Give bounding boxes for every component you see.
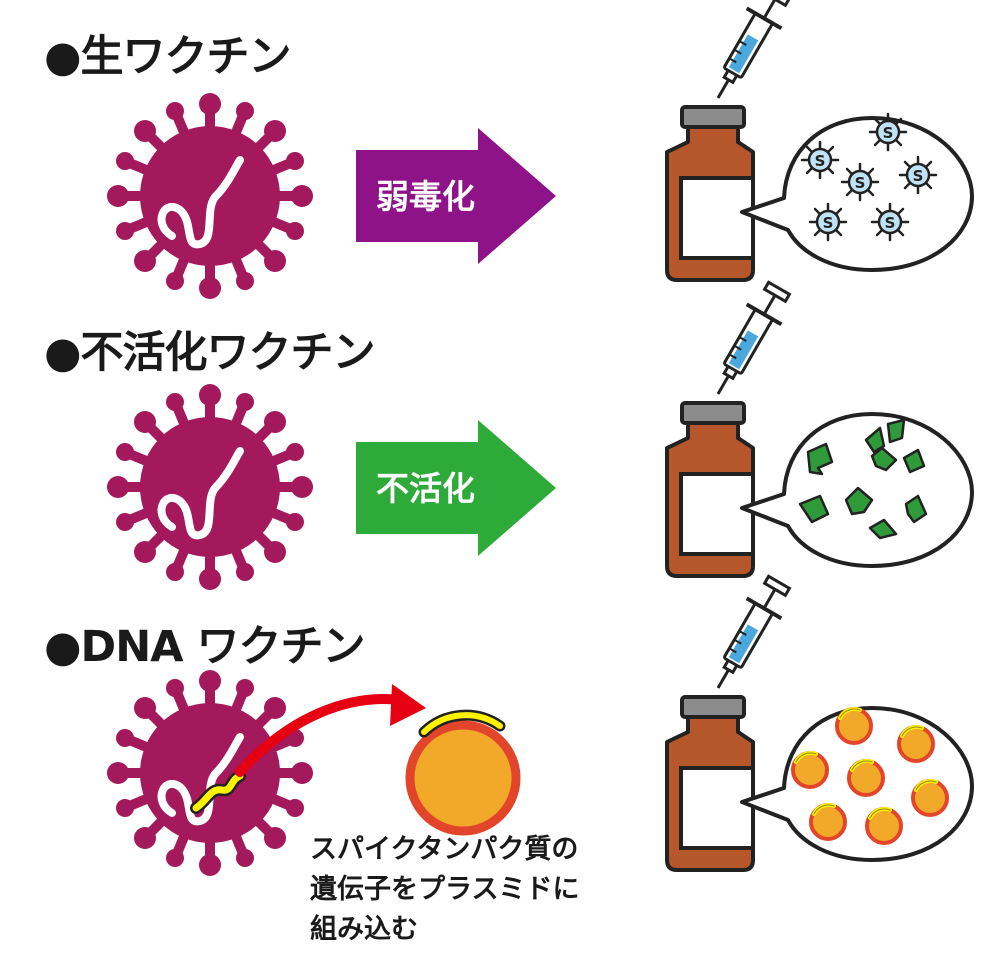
syringe-icon: [698, 276, 799, 406]
section-title-inactivated: ●不活化ワクチン: [44, 328, 376, 378]
plasmid-icon: [405, 709, 521, 836]
dna-caption-line: 遺伝子をプラスミドに: [310, 874, 580, 905]
dna-caption-line: スパイクタンパク質の: [310, 834, 579, 865]
fragment-icon: [798, 494, 830, 524]
particle-icon: S: [800, 140, 840, 180]
inactivate-label: 不活化: [376, 469, 475, 508]
particle-icon: S: [870, 202, 910, 242]
dna-arrow: [235, 684, 426, 777]
fragment-icon: [864, 426, 886, 454]
svg-text:S: S: [823, 214, 834, 232]
svg-text:S: S: [855, 174, 866, 192]
particle-icon: S: [898, 155, 938, 195]
plasmid-small-icon: [835, 706, 873, 745]
vial-icon: [665, 401, 974, 578]
fragment-icon: [902, 448, 926, 474]
virus-icon: [107, 670, 313, 876]
plasmid-small-icon: [791, 750, 829, 789]
inactivated-fragments: [798, 418, 928, 540]
section-title-live: ●生ワクチン: [44, 32, 292, 82]
plasmid-small-icon: [847, 758, 885, 797]
svg-text:S: S: [885, 214, 896, 232]
attenuated-particles: S S S S S S: [800, 112, 938, 242]
dna-caption-line: 組み込む: [310, 914, 418, 945]
plasmid-small-icon: [865, 806, 903, 845]
svg-text:S: S: [883, 124, 894, 142]
virus-icon: [107, 384, 313, 590]
syringe-icon: [698, 0, 799, 110]
fragment-icon: [886, 418, 906, 444]
fragment-icon: [904, 494, 928, 524]
fragment-icon: [868, 518, 898, 540]
svg-text:S: S: [815, 152, 826, 170]
particle-icon: S: [868, 112, 908, 152]
dna-caption: スパイクタンパク質の 遺伝子をプラスミドに 組み込む: [310, 830, 579, 950]
gene-segment-fill: [192, 772, 244, 812]
attenuate-label: 弱毒化: [376, 177, 475, 216]
fragment-icon: [844, 486, 874, 516]
plasmid-small-icon: [809, 802, 847, 841]
particle-icon: S: [840, 162, 880, 202]
fragment-icon: [806, 442, 834, 476]
plasmid-small-icon: [897, 724, 935, 763]
svg-text:S: S: [913, 167, 924, 185]
virus-icon: [107, 93, 313, 299]
section-title-dna: ●DNA ワクチン: [44, 622, 365, 672]
plasmid-small-icon: [911, 778, 949, 817]
syringe-icon: [698, 570, 799, 700]
particle-icon: S: [808, 202, 848, 242]
fragment-icon: [870, 446, 898, 472]
vial-icon: [665, 105, 974, 282]
